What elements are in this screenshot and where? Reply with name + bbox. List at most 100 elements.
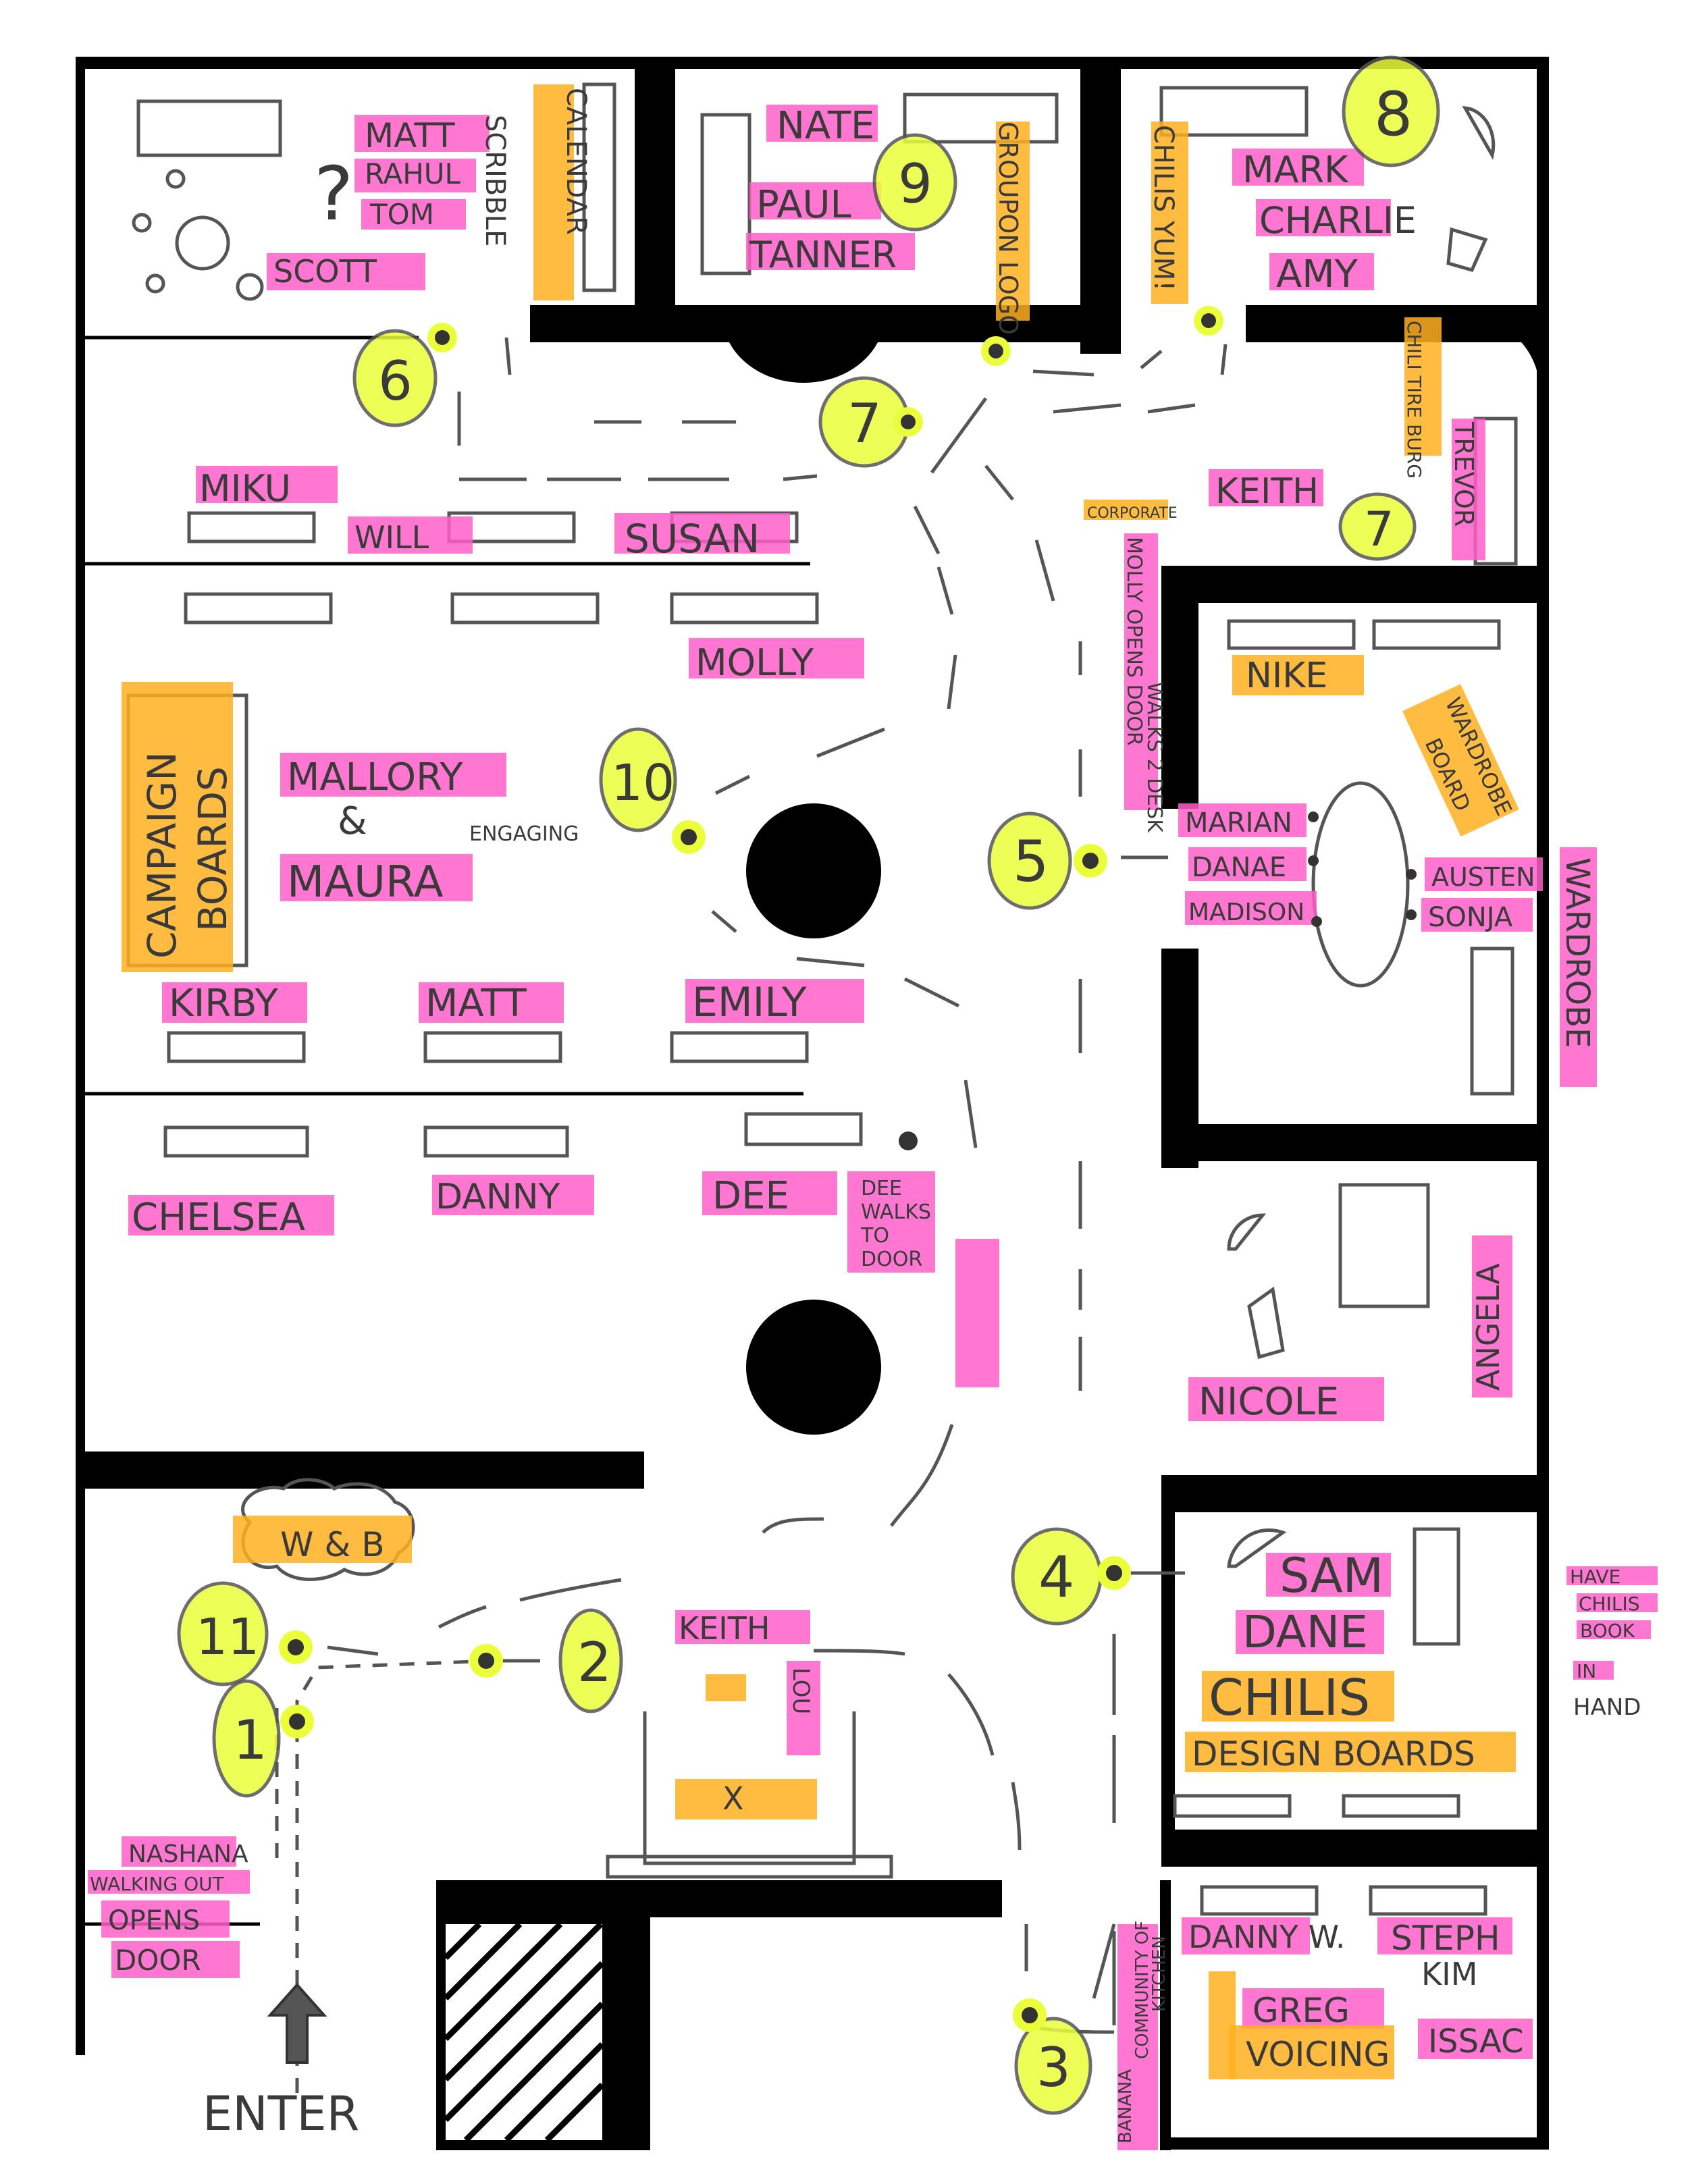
step-2: 2 — [577, 1631, 612, 1694]
column-2 — [746, 1300, 881, 1435]
label-matt-mid: MATT — [425, 982, 527, 1026]
note-dee-walks-3: TO — [860, 1224, 889, 1248]
step-9: 9 — [898, 153, 932, 215]
note-chilis: CHILIS — [1209, 1669, 1370, 1727]
note-molly-opens-door: MOLLY OPENS DOOR — [1122, 537, 1146, 746]
step-7-a: 7 — [847, 392, 882, 455]
label-scott: SCOTT — [273, 253, 377, 290]
note-x: X — [722, 1780, 744, 1817]
label-matt-top: MATT — [365, 116, 455, 155]
note-scribble: SCRIBBLE — [479, 115, 510, 246]
furniture — [126, 82, 1518, 1916]
label-nate: NATE — [776, 104, 874, 148]
note-walking-out: WALKING OUT — [90, 1873, 225, 1895]
label-will: WILL — [354, 519, 429, 556]
label-nicole: NICOLE — [1198, 1380, 1339, 1424]
note-enter: ENTER — [203, 2086, 359, 2141]
label-danny: DANNY — [436, 1177, 560, 1217]
wall-office2-right — [1080, 57, 1121, 354]
note-question: ? — [314, 151, 353, 237]
note-opens: OPENS — [108, 1905, 200, 1936]
label-maura: MAURA — [287, 857, 444, 907]
walls — [76, 57, 1549, 2150]
note-wb: W & B — [280, 1525, 385, 1564]
label-emily: EMILY — [692, 979, 807, 1026]
label-issac: ISSAC — [1428, 2023, 1524, 2060]
label-amy: AMY — [1276, 252, 1359, 296]
label-mark: MARK — [1242, 149, 1349, 191]
wall-bottom — [1160, 2137, 1549, 2150]
step-8: 8 — [1374, 79, 1413, 150]
step-7-b: 7 — [1364, 502, 1394, 557]
label-nike: NIKE — [1246, 656, 1327, 696]
label-tanner: TANNER — [749, 234, 897, 276]
column-1 — [746, 803, 881, 938]
wall-wardrobe-top — [1161, 566, 1543, 603]
wall-top — [76, 57, 1548, 69]
note-engaging: ENGAGING — [469, 822, 579, 846]
wall-sam-left — [1161, 1512, 1175, 1830]
step-6: 6 — [378, 350, 413, 412]
stairwell — [436, 1917, 613, 2150]
door-swing-1 — [729, 342, 878, 383]
label-danny-w: DANNY W. — [1188, 1919, 1345, 1955]
step-markers: 1 2 3 4 5 6 7 7 8 9 10 11 — [177, 55, 1440, 2115]
label-paul: PAUL — [756, 183, 851, 227]
label-rahul: RAHUL — [365, 157, 461, 190]
label-nashana: NASHANA — [128, 1840, 248, 1868]
wall-office3-bottom — [1246, 305, 1543, 342]
note-have: HAVE — [1570, 1566, 1620, 1588]
label-tom: TOM — [369, 198, 434, 231]
note-walks-2-desk: WALKS 2 DESK — [1142, 682, 1166, 833]
label-miku: MIKU — [199, 467, 291, 510]
note-wardrobe: WARDROBE — [1558, 857, 1596, 1048]
note-banana-kitchen: KITCHEN — [1149, 1936, 1169, 2012]
label-marian: MARIAN — [1185, 807, 1292, 838]
note-chili-tire-burg: CHILI TIRE BURG — [1403, 321, 1425, 479]
note-boards: BOARDS — [190, 766, 236, 932]
note-design-boards: DESIGN BOARDS — [1192, 1734, 1475, 1774]
label-kirby: KIRBY — [169, 982, 279, 1026]
label-madison: MADISON — [1188, 899, 1304, 926]
label-kim: KIM — [1421, 1956, 1477, 1992]
walk-path — [275, 337, 1228, 2093]
label-danae: DANAE — [1192, 852, 1286, 883]
enter-arrow-icon — [267, 1982, 327, 2064]
note-dee-walks-4: DOOR — [861, 1248, 922, 1271]
note-dee-walks-1: DEE — [861, 1177, 902, 1200]
label-charlie: CHARLIE — [1259, 199, 1417, 242]
note-chilis-book: CHILIS — [1579, 1593, 1640, 1615]
label-trevor: TREVOR — [1449, 421, 1479, 527]
note-banana-2: COMMUNITY OF — [1132, 1921, 1153, 2059]
wall-kitchen-left — [1160, 1880, 1171, 2150]
label-lou: LOU — [787, 1668, 814, 1714]
note-door: DOOR — [115, 1944, 201, 1977]
label-chelsea: CHELSEA — [132, 1196, 305, 1240]
note-dee-walks-2: WALKS — [861, 1200, 931, 1224]
step-1: 1 — [233, 1709, 267, 1772]
note-voicing: VOICING — [1246, 2035, 1390, 2074]
note-book: BOOK — [1580, 1620, 1635, 1642]
label-greg: GREG — [1252, 1991, 1350, 2030]
note-campaign: CAMPAIGN — [139, 751, 185, 959]
label-steph: STEPH — [1391, 1919, 1500, 1958]
wall-nicole-bottom — [1161, 1475, 1543, 1512]
label-mallory: MALLORY — [287, 755, 463, 799]
people-labels: MATT RAHUL TOM SCOTT ? CALENDAR SCRIBBLE… — [88, 84, 1658, 2150]
label-dane: DANE — [1242, 1606, 1368, 1658]
note-hand: HAND — [1573, 1694, 1641, 1721]
note-corporate: CORPORATE — [1087, 505, 1178, 522]
label-angela: ANGELA — [1470, 1263, 1506, 1391]
step-3: 3 — [1036, 2036, 1071, 2099]
wall-lower-partition — [436, 1880, 1002, 1917]
wall-sam-bottom — [1161, 1830, 1543, 1867]
label-amp: & — [338, 799, 367, 843]
step-5: 5 — [1013, 828, 1049, 895]
wall-wardrobe-left — [1161, 566, 1198, 809]
label-dee: DEE — [712, 1174, 789, 1218]
wall-left — [76, 57, 85, 2055]
position-dots — [279, 306, 1417, 2032]
note-chilis-yum: CHILIS YUM! — [1148, 125, 1179, 291]
note-calendar: CALENDAR — [560, 88, 591, 235]
label-keith-reception: KEITH — [679, 1610, 770, 1647]
